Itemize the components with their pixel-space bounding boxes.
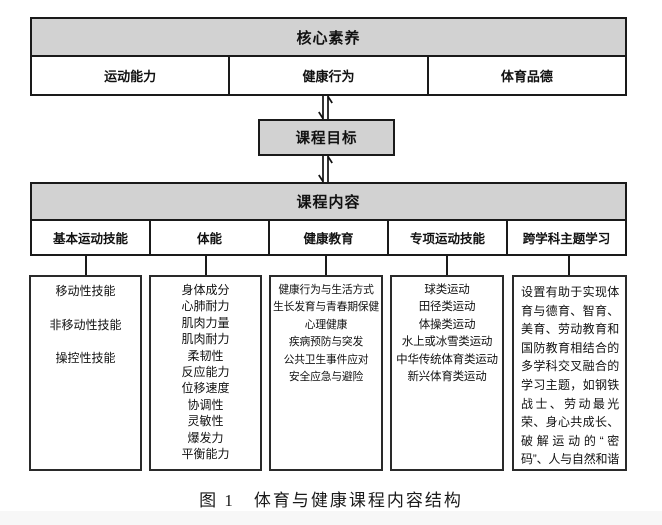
bidirectional-arrow-icon xyxy=(318,156,333,182)
list-item: 疾病预防与突发 xyxy=(288,336,364,349)
list-item: 操控性技能 xyxy=(55,351,116,365)
core-competency-cell-motor-ability: 运动能力 xyxy=(32,57,231,94)
list-item: 肌肉耐力 xyxy=(181,332,230,347)
leaf-box-physical-fitness: 身体成分 心肺耐力 肌肉力量 肌肉耐力 柔韧性 反应能力 位移速度 协调性 灵敏… xyxy=(149,275,262,471)
content-cell-basic-motor-skills: 基本运动技能 xyxy=(32,221,151,254)
leaf-box-health-education: 健康行为与生活方式 生长发育与青春期保健 心理健康 疾病预防与突发 公共卫生事件… xyxy=(269,275,383,471)
list-item: 灵敏性 xyxy=(187,414,224,429)
column-connector-line xyxy=(325,255,327,275)
list-item: 健康行为与生活方式 xyxy=(278,284,374,296)
footer-strip xyxy=(0,511,662,525)
list-item: 柔韧性 xyxy=(187,348,224,363)
leaf-box-interdisciplinary-learning: 设置有助于实现体育与德育、智育、美育、劳动教育和国防教育相结合的多学科交叉融合的… xyxy=(512,275,627,471)
bidirectional-arrow-icon xyxy=(318,96,333,119)
column-connector-line xyxy=(85,255,87,275)
list-item: 肌肉力量 xyxy=(181,315,230,330)
leaf-box-basic-motor-skills: 移动性技能 非移动性技能 操控性技能 xyxy=(29,275,142,471)
list-item: 心理健康 xyxy=(304,318,348,331)
list-item: 身体成分 xyxy=(181,283,230,297)
leaf-box-specialized-sport-skills: 球类运动 田径类运动 体操类运动 水上或冰雪类运动 中华传统体育类运动 新兴体育… xyxy=(390,275,504,471)
column-connector-line xyxy=(568,255,570,275)
list-item: 公共卫生事件应对 xyxy=(283,353,369,366)
list-item: 田径类运动 xyxy=(418,301,476,314)
list-item: 心肺耐力 xyxy=(181,299,230,314)
list-item: 新兴体育类运动 xyxy=(407,371,487,384)
list-item: 水上或冰雪类运动 xyxy=(401,336,493,349)
core-competency-cell-health-behavior: 健康行为 xyxy=(230,57,429,94)
list-item: 爆发力 xyxy=(187,430,224,445)
list-item: 体操类运动 xyxy=(418,318,476,331)
list-item: 平衡能力 xyxy=(181,447,230,462)
content-cell-specialized-skills: 专项运动技能 xyxy=(389,221,508,254)
content-cell-physical-fitness: 体能 xyxy=(151,221,270,254)
core-competency-row: 运动能力 健康行为 体育品德 xyxy=(32,57,625,94)
list-item: 中华传统体育类运动 xyxy=(396,353,498,366)
course-content-table: 课程内容 基本运动技能 体能 健康教育 专项运动技能 跨学科主题学习 xyxy=(30,182,627,256)
list-item: 球类运动 xyxy=(424,284,470,296)
list-item: 移动性技能 xyxy=(55,284,116,298)
course-goal-box: 课程目标 xyxy=(258,119,395,156)
interdisciplinary-paragraph: 设置有助于实现体育与德育、智育、美育、劳动教育和国防教育相结合的多学科交叉融合的… xyxy=(521,285,619,467)
list-item: 生长发育与青春期保健 xyxy=(273,301,379,314)
figure-caption: 图 1 体育与健康课程内容结构 xyxy=(199,491,463,510)
core-competency-header: 核心素养 xyxy=(32,19,625,57)
column-connector-line xyxy=(205,255,207,275)
list-item: 反应能力 xyxy=(181,365,230,380)
list-item: 非移动性技能 xyxy=(49,317,122,332)
content-cell-interdisciplinary: 跨学科主题学习 xyxy=(508,221,625,254)
column-connector-line xyxy=(446,255,448,275)
course-content-header: 课程内容 xyxy=(32,184,625,221)
core-competency-table: 核心素养 运动能力 健康行为 体育品德 xyxy=(30,17,627,96)
list-item: 安全应急与避险 xyxy=(288,371,364,384)
course-content-row: 基本运动技能 体能 健康教育 专项运动技能 跨学科主题学习 xyxy=(32,221,625,254)
list-item: 位移速度 xyxy=(181,381,230,396)
list-item: 协调性 xyxy=(187,397,224,412)
content-cell-health-education: 健康教育 xyxy=(270,221,389,254)
core-competency-cell-sports-morality: 体育品德 xyxy=(428,57,625,94)
